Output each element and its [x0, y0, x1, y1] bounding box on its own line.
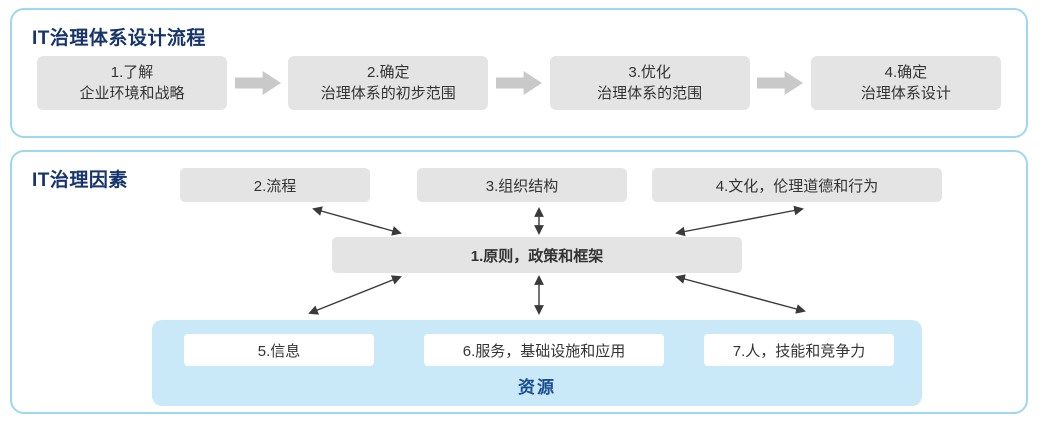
flow-step-2-line1: 2.确定	[367, 64, 410, 81]
flow-arrow-icon	[757, 71, 804, 95]
factor-box-organization: 3.组织结构	[417, 168, 627, 202]
flow-arrow-icon	[495, 71, 542, 95]
resource-box-services: 6.服务，基础设施和应用	[424, 334, 664, 366]
factor-box-culture: 4.文化，伦理道德和行为	[652, 168, 942, 202]
flow-step-2-line2: 治理体系的初步范围	[320, 85, 456, 102]
resources-container: 5.信息 6.服务，基础设施和应用 7.人，技能和竞争力 资源	[152, 320, 922, 406]
flow-step-1-line1: 1.了解	[110, 64, 154, 81]
flow-step-1-line2: 企业环境和战略	[79, 85, 185, 102]
process-panel: IT治理体系设计流程 1.了解 企业环境和战略 2.确定 治理体系的初步范围 3…	[10, 8, 1028, 138]
flow-step-3-line1: 3.优化	[628, 64, 671, 81]
flow-step-3: 3.优化 治理体系的范围	[549, 56, 750, 110]
flow-step-4: 4.确定 治理体系设计	[810, 56, 1001, 110]
flow-step-4-line1: 4.确定	[884, 64, 928, 81]
flow-step-4-line2: 治理体系设计	[860, 85, 951, 102]
factors-panel-title: IT治理因素	[32, 170, 128, 191]
factor-box-principles: 1.原则，政策和框架	[332, 237, 742, 273]
flow-step-2: 2.确定 治理体系的初步范围	[288, 56, 489, 110]
factor-box-process: 2.流程	[180, 168, 370, 202]
resource-box-information: 5.信息	[184, 334, 374, 366]
flow-step-1: 1.了解 企业环境和战略	[37, 56, 227, 110]
resource-box-people: 7.人，技能和竞争力	[704, 334, 894, 366]
process-flow-row: 1.了解 企业环境和战略 2.确定 治理体系的初步范围 3.优化 治理体系的范围…	[37, 56, 1001, 110]
process-panel-title: IT治理体系设计流程	[32, 28, 206, 49]
factors-panel: IT治理因素 2.流程 3.组织结构 4.文化，伦理道德和行为 1.原则，政策和…	[10, 150, 1028, 414]
flow-step-3-line2: 治理体系的范围	[597, 85, 703, 102]
resources-label: 资源	[518, 378, 556, 397]
flow-arrow-icon	[234, 71, 281, 95]
